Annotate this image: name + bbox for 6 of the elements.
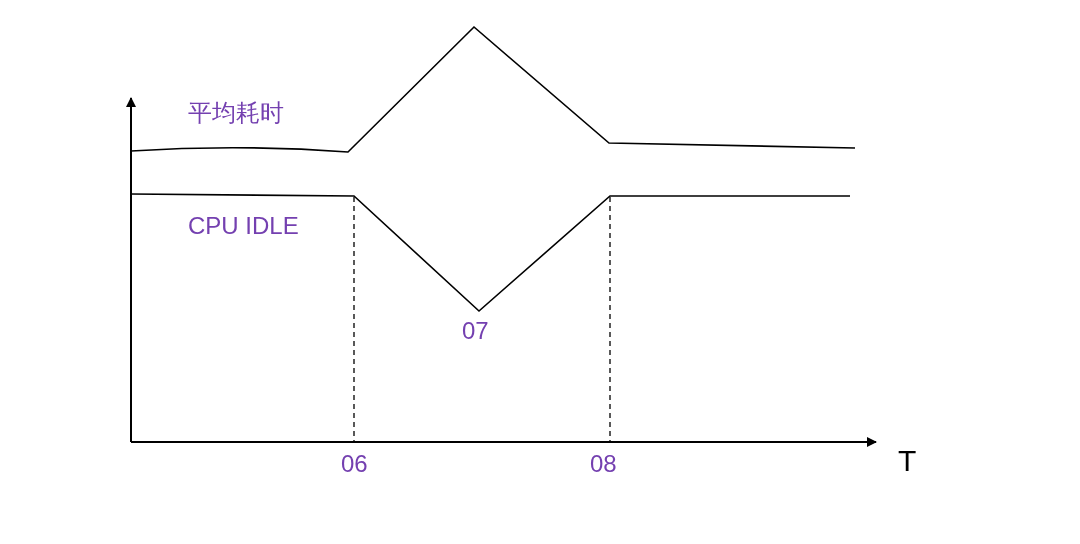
axis-label: T	[898, 446, 917, 476]
series-label: 平均耗时	[188, 101, 284, 125]
tick-label: 06	[341, 452, 368, 476]
series-label: CPU IDLE	[188, 214, 299, 238]
tick-label: 08	[590, 452, 617, 476]
point-label: 07	[462, 319, 489, 343]
